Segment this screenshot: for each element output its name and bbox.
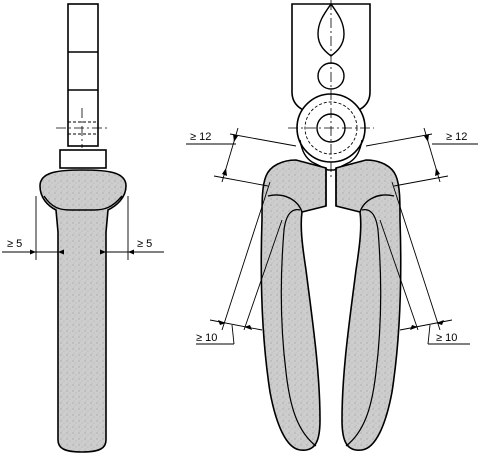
dim-arrow xyxy=(58,249,64,255)
dim-arrow xyxy=(100,249,106,255)
front-dim-leader-bottom-left xyxy=(231,324,235,345)
dim-arrow xyxy=(233,134,238,142)
dim-arrow xyxy=(410,325,418,330)
front-dim-ext-bottom-left xyxy=(243,219,283,331)
front-dim-ext-bottom-right xyxy=(379,219,419,331)
front-dim-line-bottom-left xyxy=(209,319,263,331)
side-grip xyxy=(39,169,127,453)
side-grip-guard-edge xyxy=(43,195,123,211)
dim-arrow xyxy=(128,249,134,255)
front-dim-ext-bottom-left xyxy=(221,181,271,331)
front-right-grip xyxy=(335,159,402,451)
side-dim-label-right: ≥ 5 xyxy=(137,238,152,250)
front-dim-ext-top-left xyxy=(229,133,297,147)
front-dim-label-bottom-right: ≥ 10 xyxy=(436,332,457,344)
dim-arrow xyxy=(30,249,36,255)
dim-arrow xyxy=(222,168,227,176)
front-left-guard-edge xyxy=(267,194,303,213)
front-dim-label-bottom-left: ≥ 10 xyxy=(196,332,217,344)
dim-arrow xyxy=(435,168,440,176)
front-neck xyxy=(299,139,363,171)
dim-arrow xyxy=(244,325,252,330)
front-dim-line-bottom-right xyxy=(399,319,453,331)
front-view: ≥ 12 ≥ 12 ≥ 10 ≥ 10 xyxy=(186,0,478,451)
front-dim-label-top-left: ≥ 12 xyxy=(190,131,211,143)
dim-arrow xyxy=(218,320,226,325)
front-left-grip xyxy=(260,159,327,451)
side-head-shaft xyxy=(67,3,99,147)
side-view: ≥ 5 ≥ 5 xyxy=(2,3,164,453)
front-left-grip-inner-curve xyxy=(280,209,317,447)
side-dim-label-left: ≥ 5 xyxy=(7,238,22,250)
front-dim-leader-bottom-right xyxy=(427,324,431,345)
dim-arrow xyxy=(436,320,444,325)
side-collar xyxy=(59,149,107,169)
front-dim-ext-top-right xyxy=(365,133,433,147)
front-right-guard-edge xyxy=(359,194,395,213)
front-right-grip-inner-curve xyxy=(345,209,382,447)
dim-arrow xyxy=(424,134,429,142)
front-dim-ext-bottom-right xyxy=(391,181,441,331)
front-dim-label-top-right: ≥ 12 xyxy=(446,131,467,143)
